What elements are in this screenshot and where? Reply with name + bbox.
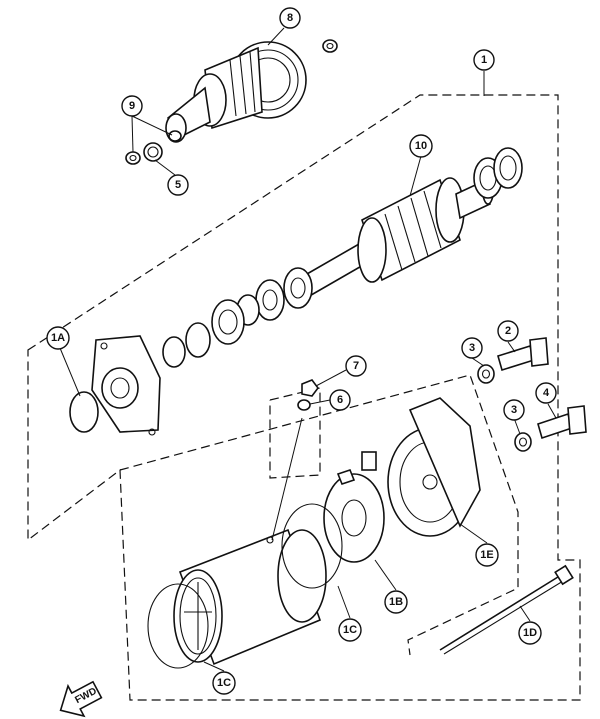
- washer-9-left: [125, 151, 141, 165]
- callout-1C-lower-label: 1C: [217, 677, 231, 689]
- callout-1B-label: 1B: [389, 596, 403, 608]
- washer-3-lower: [514, 432, 532, 452]
- callout-1E-label: 1E: [480, 549, 493, 561]
- callout-7: 7: [345, 355, 367, 377]
- callout-3-lower: 3: [503, 399, 525, 421]
- callout-6: 6: [329, 389, 351, 411]
- callout-8: 8: [279, 7, 301, 29]
- callout-2-label: 2: [505, 325, 511, 337]
- callout-10: 10: [409, 134, 433, 158]
- callout-9: 9: [121, 95, 143, 117]
- callout-1C-lower: 1C: [212, 671, 236, 695]
- callout-3-upper: 3: [461, 337, 483, 359]
- rear-cover-1E: [387, 397, 481, 537]
- callout-1C-upper-label: 1C: [343, 624, 357, 636]
- callout-6-label: 6: [337, 394, 343, 406]
- washer-8: [322, 39, 338, 53]
- o-ring-1C-upper: [281, 503, 343, 589]
- leader-lines: [59, 27, 557, 672]
- bolt-2: [497, 337, 549, 372]
- washer-6: [297, 399, 311, 411]
- callout-1D-label: 1D: [523, 627, 537, 639]
- callout-5-label: 5: [175, 179, 181, 191]
- callout-1D: 1D: [518, 621, 542, 645]
- callout-3-lower-label: 3: [511, 404, 517, 416]
- armature: [299, 177, 494, 300]
- fwd-arrow-icon: FWD: [59, 680, 103, 718]
- armature-washer-2: [493, 147, 523, 189]
- through-bolt-1D: [439, 564, 574, 655]
- callout-4: 4: [535, 382, 557, 404]
- assembly-boundary: [27, 94, 581, 701]
- callout-8-label: 8: [287, 12, 293, 24]
- nut-7: [301, 379, 319, 397]
- front-cover-1A: [69, 335, 161, 436]
- callout-2: 2: [497, 320, 519, 342]
- callout-1C-upper: 1C: [338, 618, 362, 642]
- bolt-4: [537, 405, 587, 440]
- washer-stack: [162, 267, 313, 368]
- callout-1A: 1A: [46, 326, 70, 350]
- washer-3-upper: [477, 364, 495, 384]
- brush-holder-1B: [323, 451, 385, 563]
- brush-holder-boundary: [269, 387, 321, 479]
- callout-5: 5: [167, 174, 189, 196]
- callout-1A-label: 1A: [51, 332, 65, 344]
- callout-4-label: 4: [543, 387, 550, 399]
- spring-5: [143, 142, 163, 162]
- callout-3-upper-label: 3: [469, 342, 475, 354]
- callout-1B: 1B: [384, 590, 408, 614]
- washer-9-right: [168, 130, 182, 142]
- callout-1E: 1E: [475, 543, 499, 567]
- o-ring-1C-lower: [147, 583, 209, 669]
- callout-10-label: 10: [415, 140, 427, 152]
- callout-1: 1: [473, 49, 495, 71]
- callout-9-label: 9: [129, 100, 135, 112]
- starter-clutch-assembly: [165, 41, 307, 143]
- motor-subassembly-boundary: [119, 374, 519, 656]
- callout-1-label: 1: [481, 54, 487, 66]
- callout-7-label: 7: [353, 360, 359, 372]
- yoke-housing: [173, 528, 327, 666]
